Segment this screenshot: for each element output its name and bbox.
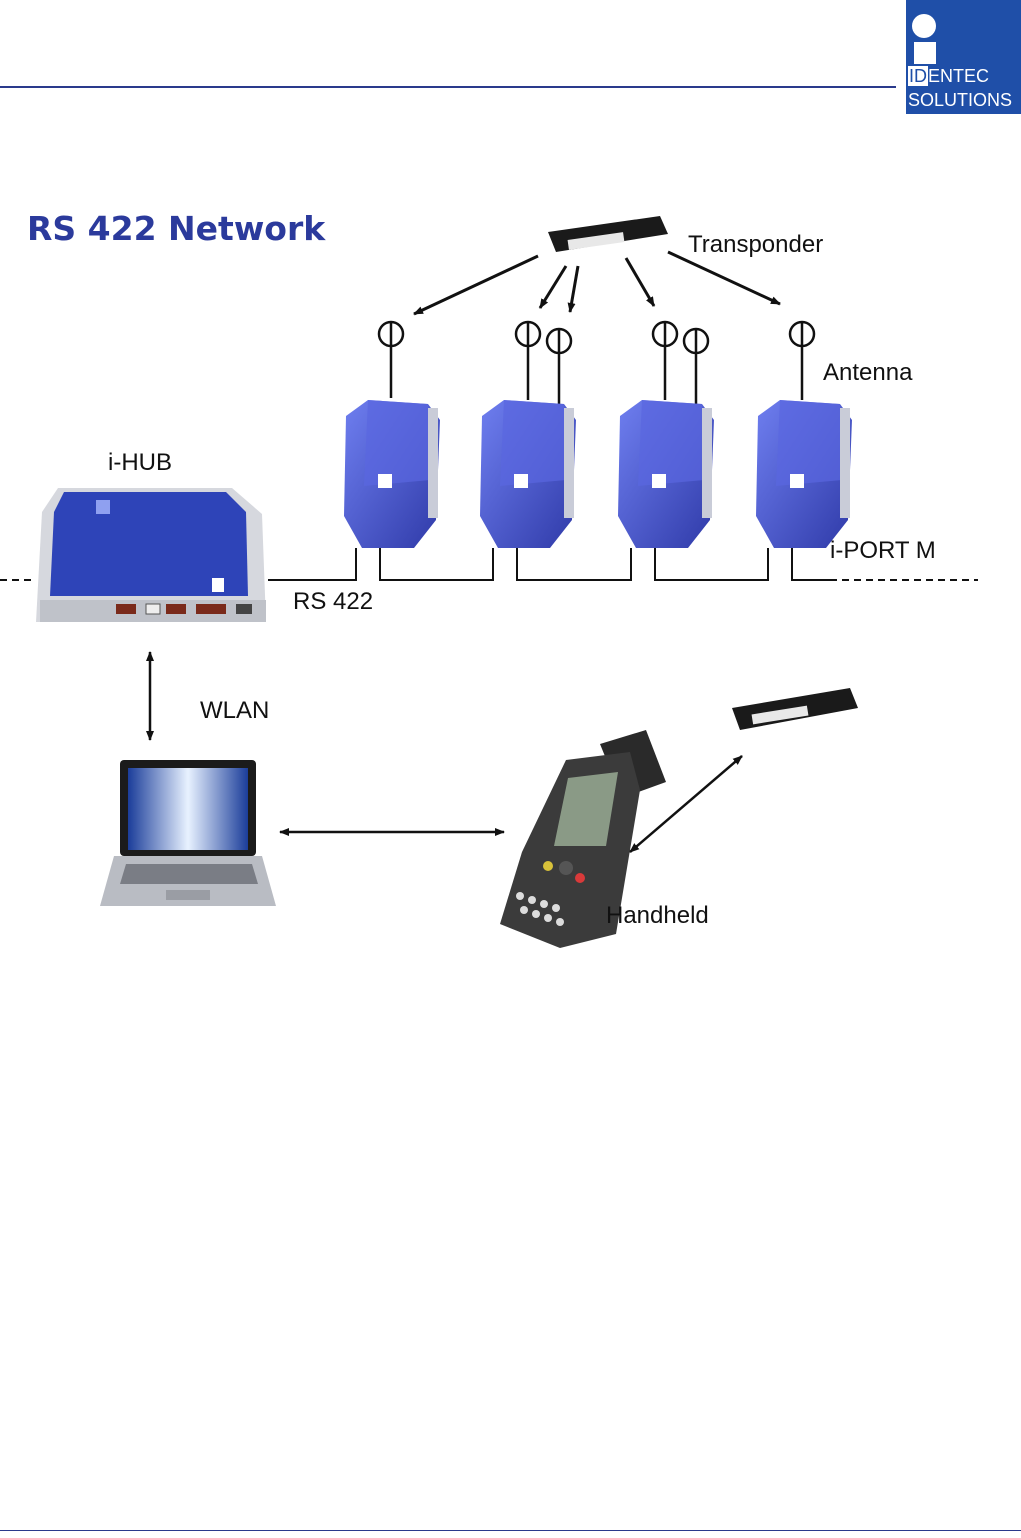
arrow-to-antenna-3 bbox=[626, 258, 654, 306]
antenna-2a-icon bbox=[516, 322, 540, 400]
antenna-3a-icon bbox=[653, 322, 677, 400]
network-diagram: RS 422 Network Transponder Antenna bbox=[0, 0, 1021, 1000]
label-transponder: Transponder bbox=[688, 231, 823, 258]
iport-device-1 bbox=[344, 400, 440, 548]
transponder-handheld bbox=[732, 688, 858, 730]
label-handheld: Handheld bbox=[606, 902, 709, 929]
label-rs422: RS 422 bbox=[293, 588, 373, 615]
arrow-to-antenna-1 bbox=[414, 256, 538, 314]
label-antenna: Antenna bbox=[823, 359, 913, 386]
transponder-top bbox=[548, 216, 668, 252]
antenna-2b-icon bbox=[547, 329, 571, 404]
antenna-1-icon bbox=[379, 322, 403, 398]
arrow-to-antenna-2b bbox=[570, 266, 578, 312]
label-ihub: i-HUB bbox=[108, 449, 172, 476]
diagram-title: RS 422 Network bbox=[27, 209, 326, 248]
arrow-to-antenna-2a bbox=[540, 266, 566, 308]
ihub-device bbox=[36, 488, 266, 622]
arrow-to-antenna-4 bbox=[668, 252, 780, 304]
iport-device-3 bbox=[618, 400, 714, 548]
antenna-group bbox=[379, 322, 814, 404]
label-iport: i-PORT M bbox=[830, 537, 936, 564]
footer-rule bbox=[0, 1530, 1021, 1531]
iport-device-2 bbox=[480, 400, 576, 548]
label-wlan: WLAN bbox=[200, 697, 269, 724]
laptop-icon bbox=[100, 760, 276, 906]
iport-device-4 bbox=[756, 400, 852, 548]
antenna-3b-icon bbox=[684, 329, 708, 404]
antenna-4-icon bbox=[790, 322, 814, 400]
